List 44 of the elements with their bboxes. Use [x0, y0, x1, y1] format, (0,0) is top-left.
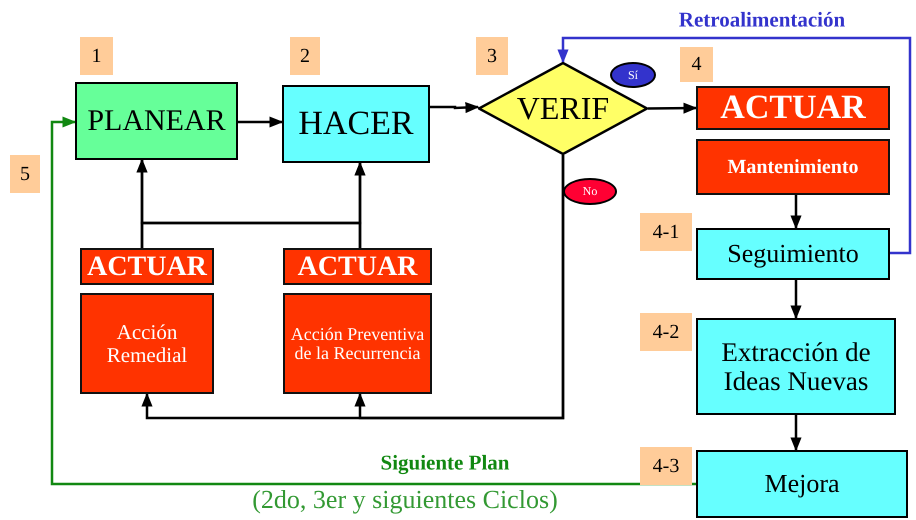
box-label: ACTUAR	[87, 252, 207, 282]
box-label: PLANEAR	[87, 105, 226, 137]
box-label: ACTUAR	[298, 252, 418, 282]
process-box	[75, 82, 238, 160]
step-number: 3	[476, 37, 508, 75]
arrow	[790, 415, 802, 452]
answer-ellipse: No	[563, 178, 617, 205]
action-box	[696, 139, 890, 195]
arrow	[790, 195, 802, 230]
action-box	[80, 293, 214, 394]
step-number: 4	[680, 47, 713, 82]
box-label: ACTUAR	[720, 90, 866, 126]
step-number: 1	[80, 37, 113, 75]
arrow	[238, 116, 284, 128]
process-box	[282, 85, 430, 163]
step-number: 2	[290, 37, 320, 75]
step-number: 4-3	[640, 447, 692, 485]
answer-ellipse: Sí	[610, 62, 656, 88]
box-label: Mejora	[764, 470, 840, 498]
arrow	[557, 36, 912, 254]
action-box	[696, 86, 890, 130]
arrow	[354, 155, 564, 420]
box-label: Extracción de Ideas Nuevas	[720, 338, 872, 395]
process-box	[696, 228, 890, 280]
box-label: Acción Preventiva de la Recurrencia	[290, 324, 426, 362]
cycle-note: (2do, 3er y siguientes Ciclos)	[251, 485, 559, 515]
box-label: Mantenimiento	[727, 156, 859, 178]
box-label: HACER	[298, 106, 414, 142]
action-box	[283, 293, 432, 394]
action-box	[283, 248, 432, 285]
arrow	[50, 116, 696, 486]
box-label: Acción Remedial	[106, 321, 188, 366]
arrow	[430, 102, 480, 114]
box-label: Seguimiento	[727, 240, 859, 268]
step-number: 5	[10, 155, 40, 193]
arrow	[790, 280, 802, 320]
process-box	[696, 450, 908, 518]
process-box	[696, 318, 896, 415]
action-box	[80, 248, 214, 285]
decision-label: VERIF	[516, 92, 610, 126]
arrow	[648, 102, 698, 114]
arrow	[354, 162, 366, 248]
step-number: 4-2	[640, 313, 692, 351]
step-number: 4-1	[640, 213, 692, 251]
